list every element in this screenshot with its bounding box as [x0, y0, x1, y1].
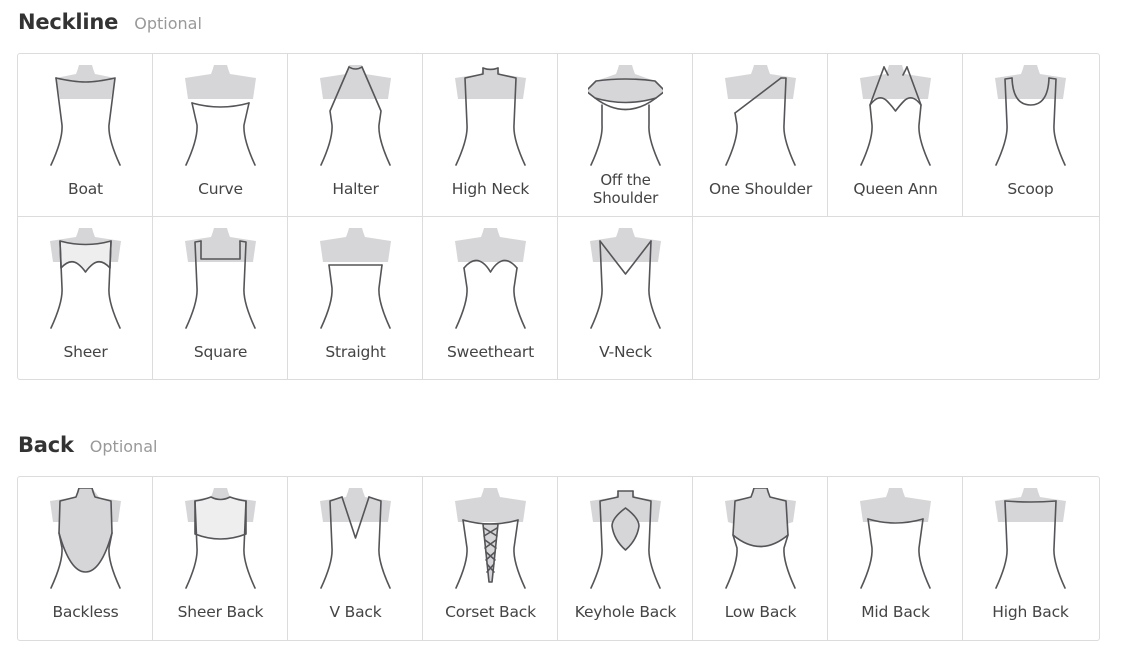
label-line-2: Shoulder	[592, 189, 659, 207]
neckline-label: Off the Shoulder	[558, 171, 693, 207]
neckline-label: Queen Ann	[853, 180, 938, 198]
back-title: Back	[18, 433, 74, 457]
v-back-icon	[320, 488, 391, 589]
scoop-neckline-icon	[995, 65, 1066, 166]
neckline-label: Scoop	[1007, 180, 1054, 198]
neckline-option-one-shoulder[interactable]: One Shoulder	[693, 54, 828, 216]
one-shoulder-icon	[725, 65, 796, 166]
neckline-options-grid: Boat Curve Halter High Neck	[17, 53, 1100, 380]
neckline-label: Boat	[68, 180, 103, 198]
neckline-option-square[interactable]: Square	[153, 217, 288, 379]
neckline-label: One Shoulder	[708, 180, 813, 198]
neckline-option-scoop[interactable]: Scoop	[963, 54, 1098, 216]
back-label: Sheer Back	[177, 603, 264, 621]
back-label: V Back	[329, 603, 382, 621]
backless-icon	[50, 488, 121, 589]
neckline-option-curve[interactable]: Curve	[153, 54, 288, 216]
neckline-label: Curve	[198, 180, 243, 198]
square-neckline-icon	[185, 228, 256, 329]
back-option-corset-back[interactable]: Corset Back	[423, 477, 558, 639]
back-label: High Back	[992, 603, 1069, 621]
boat-neckline-icon	[50, 65, 121, 166]
back-option-low-back[interactable]: Low Back	[693, 477, 828, 639]
neckline-label: Halter	[332, 180, 379, 198]
back-option-mid-back[interactable]: Mid Back	[828, 477, 963, 639]
back-option-v-back[interactable]: V Back	[288, 477, 423, 639]
queen-ann-icon	[860, 65, 931, 166]
back-label: Low Back	[724, 603, 797, 621]
high-neck-icon	[455, 67, 526, 166]
neckline-label: V-Neck	[599, 343, 652, 361]
halter-neckline-icon	[320, 65, 391, 166]
v-neck-icon	[590, 228, 661, 329]
low-back-icon	[725, 488, 796, 589]
neckline-option-high-neck[interactable]: High Neck	[423, 54, 558, 216]
neckline-option-boat[interactable]: Boat	[18, 54, 153, 216]
sweetheart-neckline-icon	[455, 228, 526, 329]
back-option-high-back[interactable]: High Back	[963, 477, 1098, 639]
back-option-keyhole-back[interactable]: Keyhole Back	[558, 477, 693, 639]
back-header: Back Optional	[18, 433, 157, 457]
back-optional-label: Optional	[89, 437, 158, 456]
keyhole-back-icon	[590, 490, 661, 589]
label-line-1: Off the	[600, 171, 651, 189]
neckline-header: Neckline Optional	[18, 10, 202, 34]
back-option-sheer-back[interactable]: Sheer Back	[153, 477, 288, 639]
sheer-back-icon	[185, 488, 256, 589]
back-option-backless[interactable]: Backless	[18, 477, 153, 639]
neckline-label: Straight	[325, 343, 386, 361]
corset-back-icon	[455, 488, 526, 589]
curve-neckline-icon	[185, 65, 256, 166]
neckline-option-queen-ann[interactable]: Queen Ann	[828, 54, 963, 216]
neckline-option-v-neck[interactable]: V-Neck	[558, 217, 693, 379]
back-label: Backless	[52, 603, 119, 621]
neckline-label: Sheer	[63, 343, 108, 361]
neckline-title: Neckline	[18, 10, 119, 34]
back-label: Keyhole Back	[574, 603, 677, 621]
high-back-icon	[995, 488, 1066, 589]
back-label: Mid Back	[861, 603, 930, 621]
off-the-shoulder-icon	[588, 65, 663, 166]
neckline-optional-label: Optional	[134, 14, 202, 33]
sheer-neckline-icon	[50, 228, 121, 329]
neckline-label: High Neck	[451, 180, 530, 198]
mid-back-icon	[860, 488, 931, 589]
back-label: Corset Back	[445, 603, 536, 621]
straight-neckline-icon	[320, 228, 391, 329]
neckline-label: Sweetheart	[447, 343, 534, 361]
neckline-option-off-the-shoulder[interactable]: Off the Shoulder	[558, 54, 693, 216]
neckline-option-sweetheart[interactable]: Sweetheart	[423, 217, 558, 379]
neckline-option-sheer[interactable]: Sheer	[18, 217, 153, 379]
neckline-label: Square	[193, 343, 248, 361]
neckline-option-straight[interactable]: Straight	[288, 217, 423, 379]
neckline-option-halter[interactable]: Halter	[288, 54, 423, 216]
back-options-grid: Backless Sheer Back V Back Corset Back	[17, 476, 1100, 641]
